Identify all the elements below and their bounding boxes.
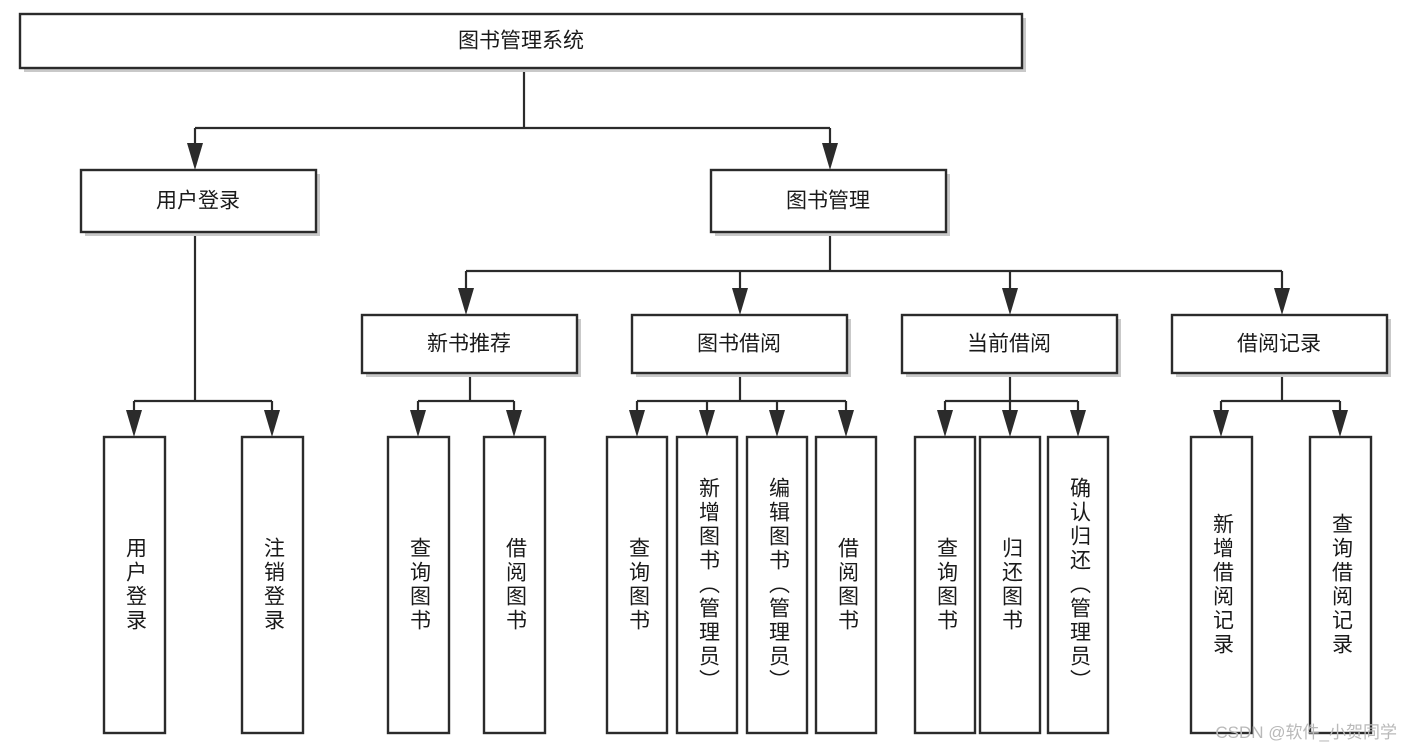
node-book-manage-box bbox=[709, 168, 948, 234]
node-leaf-return-book-label: 归还图书 bbox=[999, 537, 1023, 633]
node-leaf-borrow-book-2-label: 借阅图书 bbox=[835, 537, 859, 633]
node-leaf-confirm-return[interactable]: 确认归还（管理员） bbox=[1046, 435, 1110, 735]
node-leaf-add-record-label: 新增借阅记录 bbox=[1210, 513, 1234, 657]
node-leaf-query-book-2[interactable]: 查询图书 bbox=[605, 435, 669, 735]
node-book-borrow-label: 图书借阅 bbox=[697, 333, 781, 356]
node-leaf-user-logout[interactable]: 注销登录 bbox=[240, 435, 305, 735]
edge-group-current-borrow-to-leaves bbox=[937, 375, 1086, 437]
node-new-book-rec[interactable]: 新书推荐 bbox=[360, 313, 581, 377]
node-user-login[interactable]: 用户登录 bbox=[79, 168, 320, 236]
node-borrow-record-box bbox=[1170, 313, 1389, 375]
node-leaf-query-record-label: 查询借阅记录 bbox=[1329, 513, 1353, 657]
node-leaf-edit-book-box bbox=[745, 435, 809, 735]
node-root[interactable]: 图书管理系统 bbox=[18, 12, 1026, 72]
node-new-book-rec-label: 新书推荐 bbox=[427, 333, 511, 356]
node-leaf-query-book-2-label: 查询图书 bbox=[626, 537, 650, 633]
node-leaf-add-book[interactable]: 新增图书（管理员） bbox=[675, 435, 739, 735]
node-borrow-record-label: 借阅记录 bbox=[1237, 333, 1321, 356]
node-leaf-user-login-box bbox=[102, 435, 167, 735]
node-leaf-confirm-return-label: 确认归还（管理员） bbox=[1067, 477, 1091, 693]
arrow-to-borrow-record-icon bbox=[1274, 288, 1290, 315]
arrow-to-new-book-rec-icon bbox=[458, 288, 474, 315]
node-current-borrow[interactable]: 当前借阅 bbox=[900, 313, 1121, 377]
node-root-box bbox=[18, 12, 1024, 70]
node-leaf-user-login[interactable]: 用户登录 bbox=[102, 435, 167, 735]
node-leaf-edit-book-label: 编辑图书（管理员） bbox=[766, 477, 790, 693]
node-leaf-query-book-3-box bbox=[913, 435, 977, 735]
arrow-to-leaf-query-record-icon bbox=[1332, 410, 1348, 437]
edge-group-borrow-record-to-leaves bbox=[1213, 375, 1348, 437]
arrow-to-leaf-edit-book-icon bbox=[769, 410, 785, 437]
node-leaf-user-logout-label: 注销登录 bbox=[261, 537, 285, 633]
node-leaf-add-book-box bbox=[675, 435, 739, 735]
edge-group-root-to-level1 bbox=[187, 68, 838, 170]
edge-group-book-manage-to-level2 bbox=[458, 233, 1290, 315]
node-book-borrow-box bbox=[630, 313, 849, 375]
arrow-to-leaf-query-book-1-icon bbox=[410, 410, 426, 437]
node-borrow-record[interactable]: 借阅记录 bbox=[1170, 313, 1391, 377]
node-leaf-borrow-book-1[interactable]: 借阅图书 bbox=[482, 435, 547, 735]
node-leaf-query-book-1-box bbox=[386, 435, 451, 735]
node-leaf-edit-book[interactable]: 编辑图书（管理员） bbox=[745, 435, 809, 735]
node-new-book-rec-box bbox=[360, 313, 579, 375]
node-leaf-borrow-book-1-label: 借阅图书 bbox=[503, 537, 527, 633]
node-leaf-user-logout-box bbox=[240, 435, 305, 735]
node-leaf-query-book-1[interactable]: 查询图书 bbox=[386, 435, 451, 735]
arrow-to-leaf-add-book-icon bbox=[699, 410, 715, 437]
node-leaf-query-book-1-label: 查询图书 bbox=[407, 537, 431, 633]
node-leaf-borrow-book-2-box bbox=[814, 435, 878, 735]
arrow-to-book-borrow-icon bbox=[732, 288, 748, 315]
node-root-label: 图书管理系统 bbox=[458, 30, 584, 53]
node-leaf-borrow-book-2[interactable]: 借阅图书 bbox=[814, 435, 878, 735]
node-leaf-add-record-box bbox=[1189, 435, 1254, 735]
arrow-to-leaf-borrow-book-1-icon bbox=[506, 410, 522, 437]
edge-group-user-login-to-leaves bbox=[126, 233, 280, 437]
node-book-manage-label: 图书管理 bbox=[786, 190, 870, 213]
node-current-borrow-box bbox=[900, 313, 1119, 375]
arrow-to-leaf-add-record-icon bbox=[1213, 410, 1229, 437]
node-leaf-return-book[interactable]: 归还图书 bbox=[978, 435, 1042, 735]
node-leaf-return-book-box bbox=[978, 435, 1042, 735]
arrow-to-leaf-user-login-icon bbox=[126, 410, 142, 437]
arrow-to-user-login-icon bbox=[187, 143, 203, 170]
node-leaf-query-book-2-box bbox=[605, 435, 669, 735]
node-leaf-query-record[interactable]: 查询借阅记录 bbox=[1308, 435, 1373, 735]
node-book-manage[interactable]: 图书管理 bbox=[709, 168, 950, 236]
arrow-to-leaf-user-logout-icon bbox=[264, 410, 280, 437]
node-leaf-query-book-3-label: 查询图书 bbox=[934, 537, 958, 633]
node-book-borrow[interactable]: 图书借阅 bbox=[630, 313, 851, 377]
node-leaf-confirm-return-box bbox=[1046, 435, 1110, 735]
arrow-to-book-manage-icon bbox=[822, 143, 838, 170]
arrow-to-leaf-query-book-2-icon bbox=[629, 410, 645, 437]
node-leaf-query-book-3[interactable]: 查询图书 bbox=[913, 435, 977, 735]
edge-group-new-book-rec-to-leaves bbox=[410, 375, 522, 437]
edge-group-book-borrow-to-leaves bbox=[629, 375, 854, 437]
node-user-login-label: 用户登录 bbox=[156, 190, 240, 213]
node-leaf-add-record[interactable]: 新增借阅记录 bbox=[1189, 435, 1254, 735]
arrow-to-current-borrow-icon bbox=[1002, 288, 1018, 315]
arrow-to-leaf-query-book-3-icon bbox=[937, 410, 953, 437]
arrow-to-leaf-return-book-icon bbox=[1002, 410, 1018, 437]
node-current-borrow-label: 当前借阅 bbox=[967, 333, 1051, 356]
node-leaf-add-book-label: 新增图书（管理员） bbox=[696, 477, 720, 693]
node-leaf-query-record-box bbox=[1308, 435, 1373, 735]
node-user-login-box bbox=[79, 168, 318, 234]
node-leaf-user-login-label: 用户登录 bbox=[123, 537, 147, 633]
node-leaf-borrow-book-1-box bbox=[482, 435, 547, 735]
arrow-to-leaf-confirm-return-icon bbox=[1070, 410, 1086, 437]
arrow-to-leaf-borrow-book-2-icon bbox=[838, 410, 854, 437]
